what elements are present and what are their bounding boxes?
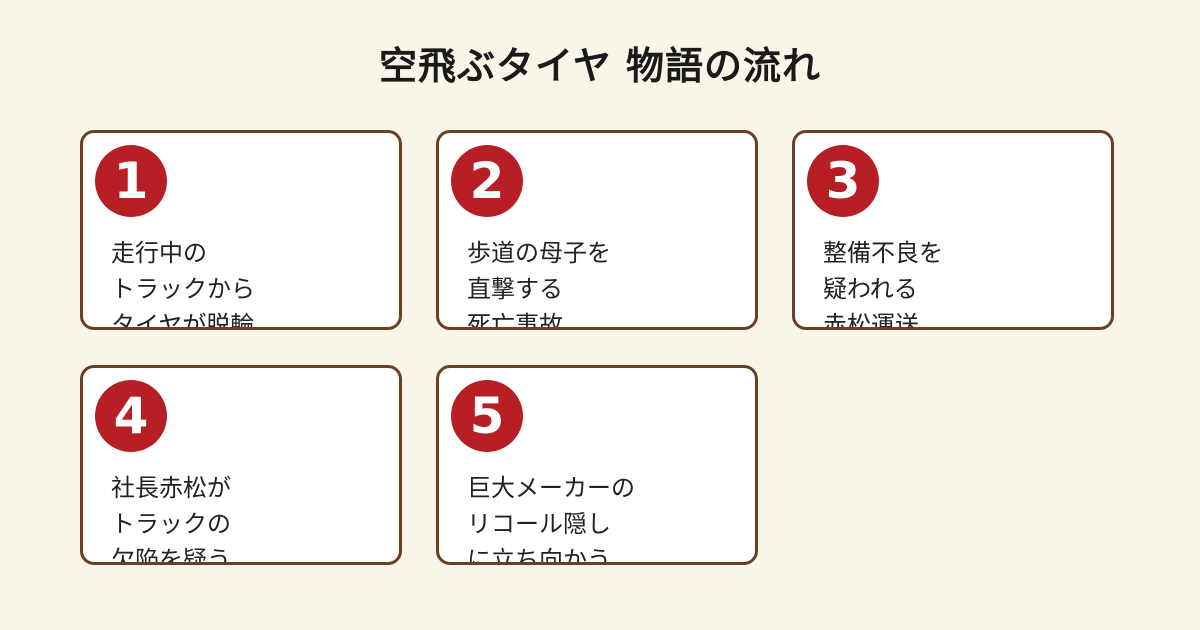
step-description: 社長赤松が トラックの 欠陥を疑う [111,470,231,565]
page-title: 空飛ぶタイヤ 物語の流れ [378,44,822,88]
step-text-line: 走行中の [111,239,207,267]
step-card-1: 1 走行中の トラックから タイヤが脱輪 [80,130,402,330]
step-text-line: 整備不良を [823,239,943,267]
step-text-line: トラックの [111,510,231,538]
step-text-line: タイヤが脱輪 [111,311,255,330]
step-text-line: 欠陥を疑う [111,546,231,565]
step-description: 巨大メーカーの リコール隠し に立ち向かう [467,470,635,565]
step-number-badge: 3 [807,145,879,217]
step-number-badge: 1 [95,145,167,217]
step-description: 歩道の母子を 直撃する 死亡事故 [467,235,611,330]
step-text-line: 赤松運送 [823,311,919,330]
step-text-line: 疑われる [823,275,918,303]
step-description: 走行中の トラックから タイヤが脱輪 [111,235,255,330]
step-card-3: 3 整備不良を 疑われる 赤松運送 [792,130,1114,330]
step-text-line: トラックから [111,275,255,303]
step-text-line: 社長赤松が [111,474,231,502]
step-number-badge: 5 [451,380,523,452]
step-card-4: 4 社長赤松が トラックの 欠陥を疑う [80,365,402,565]
step-text-line: 直撃する [467,275,563,303]
step-text-line: リコール隠し [467,510,611,538]
step-description: 整備不良を 疑われる 赤松運送 [823,235,943,330]
step-text-line: 歩道の母子を [467,239,611,267]
step-card-2: 2 歩道の母子を 直撃する 死亡事故 [436,130,758,330]
step-number-badge: 2 [451,145,523,217]
step-number-badge: 4 [95,380,167,452]
step-text-line: 死亡事故 [467,311,563,330]
step-text-line: に立ち向かう [467,546,611,565]
step-text-line: 巨大メーカーの [467,474,635,502]
step-card-5: 5 巨大メーカーの リコール隠し に立ち向かう [436,365,758,565]
